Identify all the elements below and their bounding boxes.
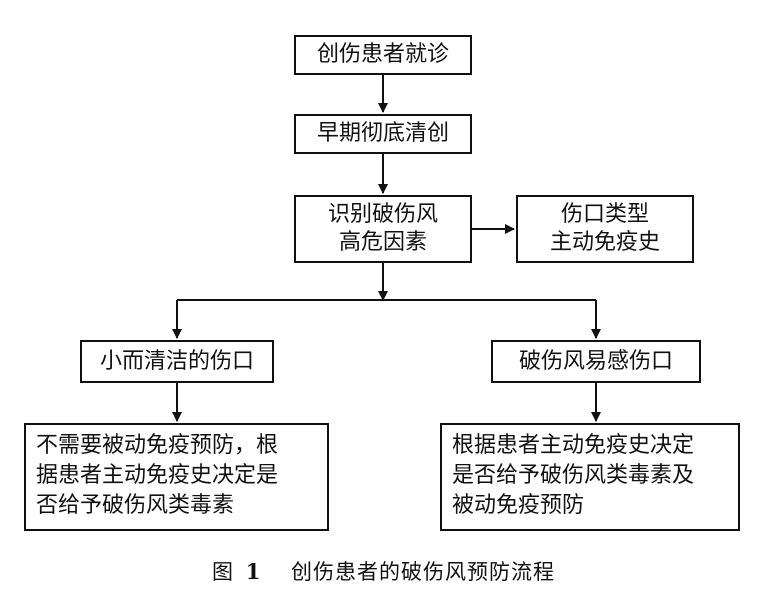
node-early-debridement: 早期彻底清创 xyxy=(294,114,472,154)
node-patient-visit-label: 创伤患者就诊 xyxy=(316,42,449,67)
node-wound-type-line2: 主动免疫史 xyxy=(549,230,660,255)
node-clean-wound: 小而清洁的伤口 xyxy=(80,340,274,383)
node-early-debridement-label: 早期彻底清创 xyxy=(316,121,449,146)
node-identify-risk: 识别破伤风 高危因素 xyxy=(294,195,472,263)
node-prone-wound: 破伤风易感伤口 xyxy=(491,340,701,383)
figure-caption-prefix: 图 xyxy=(212,560,234,584)
node-clean-action-line2: 据患者主动免疫史决定是 xyxy=(36,463,279,488)
node-wound-type: 伤口类型 主动免疫史 xyxy=(516,195,694,263)
node-prone-action: 根据患者主动免疫史决定 是否给予破伤风类毒素及 被动免疫预防 xyxy=(440,423,740,531)
node-prone-action-line1: 根据患者主动免疫史决定 xyxy=(452,433,695,458)
node-prone-wound-label: 破伤风易感伤口 xyxy=(518,348,673,374)
figure-caption-number: 1 xyxy=(245,559,262,584)
figure-caption-text: 创伤患者的破伤风预防流程 xyxy=(291,560,555,584)
node-wound-type-line1: 伤口类型 xyxy=(560,202,649,227)
node-identify-risk-line2: 高危因素 xyxy=(338,230,427,255)
node-prone-action-line2: 是否给予破伤风类毒素及 xyxy=(452,463,695,488)
node-clean-action-line1: 不需要被动免疫预防，根 xyxy=(36,433,279,458)
node-identify-risk-line1: 识别破伤风 xyxy=(327,202,438,227)
figure-caption: 图 1 创伤患者的破伤风预防流程 xyxy=(0,556,767,586)
node-patient-visit: 创伤患者就诊 xyxy=(294,35,472,75)
node-clean-wound-label: 小而清洁的伤口 xyxy=(99,348,254,374)
node-clean-action: 不需要被动免疫预防，根 据患者主动免疫史决定是 否给予破伤风类毒素 xyxy=(24,423,329,531)
node-clean-action-line3: 否给予破伤风类毒素 xyxy=(36,493,235,518)
node-prone-action-line3: 被动免疫预防 xyxy=(452,493,585,518)
